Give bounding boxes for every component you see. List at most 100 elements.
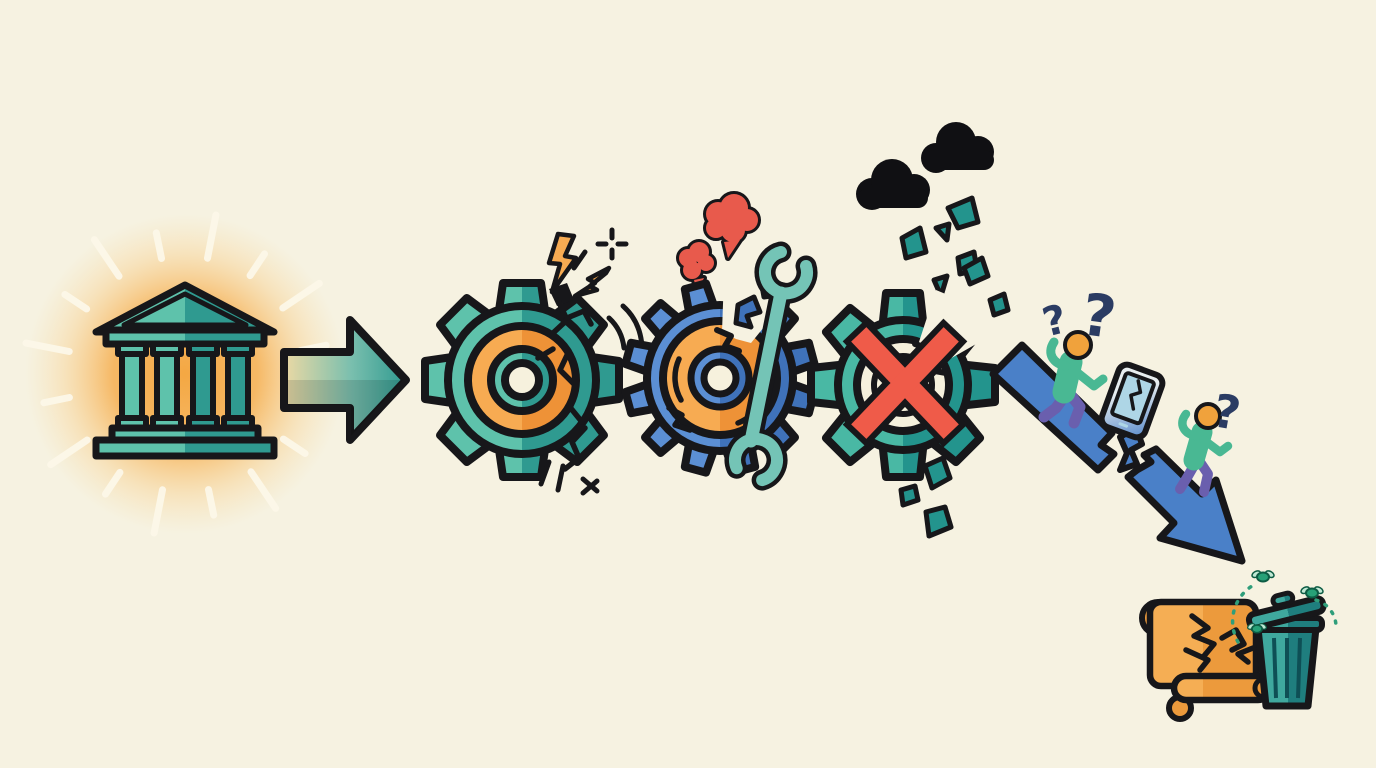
person-head [1194,402,1222,430]
right-arrow-icon [280,316,410,444]
bubble-lobe [698,255,714,271]
wrench-head [729,433,784,487]
sun-ray [152,229,165,262]
bank-pediment-inner-line [121,291,249,328]
sun-ray [205,486,218,519]
bank-institution-group [22,211,348,537]
trash-ridge [1296,637,1302,699]
motion-arc [606,315,627,351]
trash-ridges [1272,637,1302,699]
decline-arrow-segment-2-head [1124,445,1246,565]
fly-trails [1230,584,1338,644]
crumpled-scroll-icon [1139,598,1276,722]
bubble-lobe [721,218,745,242]
sun-ray [90,236,123,280]
transition-arrow-shade [287,380,403,436]
sun-ray [102,468,124,498]
fly-trail [1314,598,1338,630]
trash-can-icon [1245,590,1327,710]
sun-ray [150,486,166,537]
crack-line [549,297,585,425]
sun-ray [246,250,268,280]
bubble-lobe [706,218,726,238]
sun-ray [204,211,220,262]
spark-slash [571,249,588,271]
gear2-fragment [733,294,763,330]
trash-lid [1245,590,1327,631]
fly [1247,622,1267,634]
crack-line [1183,647,1211,673]
bank-plinth [92,436,278,460]
shard [922,455,953,491]
sun-ray [279,279,323,312]
shard [933,221,952,243]
fly-trail [1230,584,1254,644]
impact-marks-icon [538,459,600,496]
person-leg [1195,457,1213,497]
person-torso [1183,421,1213,471]
bank-entablature [102,326,268,348]
person-1 [1038,330,1108,429]
fly-body [1305,587,1319,599]
scroll-cracks [1183,613,1256,673]
crack-line [1219,627,1247,653]
storm-clouds-icon [856,122,994,210]
disc-arc [672,356,684,403]
fly-body [1251,624,1263,634]
shard [923,504,954,539]
bank-temple-icon [92,281,278,460]
confused-person-icon: ? ? ? [1038,280,1245,497]
shard [899,225,929,261]
sun-ray [247,468,280,512]
column-shaft [190,351,216,421]
gear1-hole [501,359,543,401]
impact-line [555,463,566,493]
person-arm-extended [1199,435,1233,457]
bubble-tail [724,240,740,258]
shard [961,255,991,287]
person-arm-raised [1046,337,1071,371]
trash-lid-handle [1270,590,1296,609]
cloud-base [924,150,994,170]
gear3-fragments [898,255,1011,539]
flies-icon [1230,570,1338,644]
impact-line [538,459,552,487]
person-2 [1175,402,1233,497]
crack-line [1235,645,1256,665]
lightning-bolt-vertical [546,231,579,295]
column-shaft [119,351,145,421]
sun-ray [22,339,73,355]
crack-line [1189,613,1217,659]
column-shaft [225,351,251,421]
phone-home-bar [1118,422,1129,428]
fly [1251,570,1275,583]
shard [945,195,981,231]
wrench-fill-pass [729,246,813,487]
shard [987,291,1011,318]
cracked-phone-icon [1098,361,1166,441]
shard [898,483,921,508]
screen-crack [1129,379,1143,411]
wrench-icon [724,241,818,491]
cracked-gear-icon [421,227,629,496]
bubble-lobe [683,261,701,279]
person-head [1063,330,1093,360]
lightning-bolt-icon [546,231,612,299]
disc-crack [666,405,693,433]
person-arm-raised [1178,409,1201,441]
sun-ray [61,291,91,313]
fly-body [1256,571,1270,583]
spark-plus-icon [595,227,629,261]
fly [1300,586,1324,599]
crack-line [562,425,588,472]
person-arm-extended [1069,365,1108,391]
sun-ray [47,436,91,469]
column-shaft [154,351,180,421]
gear-red-x-icon [807,255,1011,539]
gear1-cracks [535,297,594,472]
impact-cross-line [580,478,600,496]
x-stroke [851,327,959,439]
transition-arrow-body [280,316,410,444]
